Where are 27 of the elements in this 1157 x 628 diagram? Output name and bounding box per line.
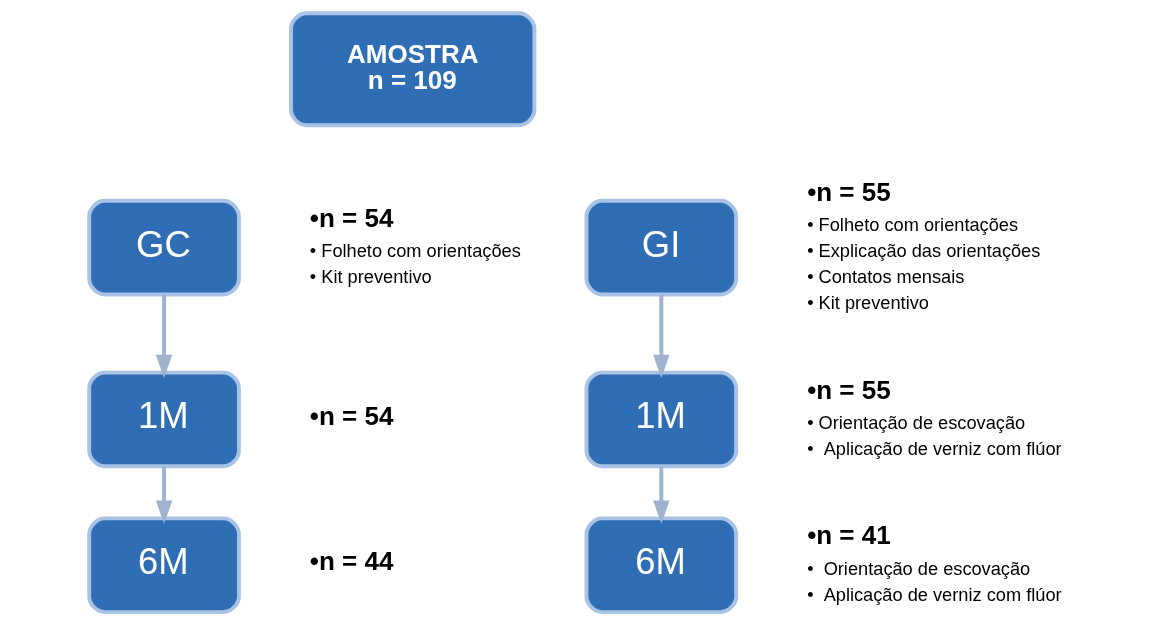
node-box: AMOSTRA n = 109 bbox=[288, 11, 536, 128]
node-label: • Aplicação de verniz com flúor bbox=[806, 438, 1062, 459]
node-box: 6M bbox=[86, 516, 241, 615]
node-label: • Orientação de escovação bbox=[806, 412, 1025, 433]
arrow bbox=[652, 294, 670, 379]
node-label: •n = 44 bbox=[309, 546, 393, 577]
node-label: • Contatos mensais bbox=[806, 267, 964, 288]
node-label: • Orientação de escovação bbox=[806, 558, 1030, 579]
node-label: • Folheto com orientações bbox=[309, 240, 521, 261]
node-box: GI bbox=[584, 198, 738, 297]
node-label: •n = 41 bbox=[806, 520, 891, 551]
node-label: • Kit preventivo bbox=[806, 293, 929, 314]
node-box: 1M bbox=[86, 370, 241, 469]
node-label: • Folheto com orientações bbox=[806, 214, 1018, 235]
arrow bbox=[155, 466, 172, 525]
node-box: 1M bbox=[584, 370, 738, 469]
node-label: • Explicação das orientações bbox=[806, 240, 1040, 261]
node-label: •n = 54 bbox=[309, 400, 393, 431]
arrow bbox=[155, 294, 172, 379]
node-box: GC bbox=[86, 198, 241, 297]
node-label: •n = 54 bbox=[309, 202, 393, 233]
node-box: 6M bbox=[584, 516, 738, 615]
node-label: •n = 55 bbox=[806, 176, 891, 207]
node-label: • Kit preventivo bbox=[309, 267, 432, 288]
node-label: • Aplicação de verniz com flúor bbox=[806, 584, 1062, 605]
arrow bbox=[652, 466, 670, 525]
node-label: •n = 55 bbox=[806, 374, 891, 405]
